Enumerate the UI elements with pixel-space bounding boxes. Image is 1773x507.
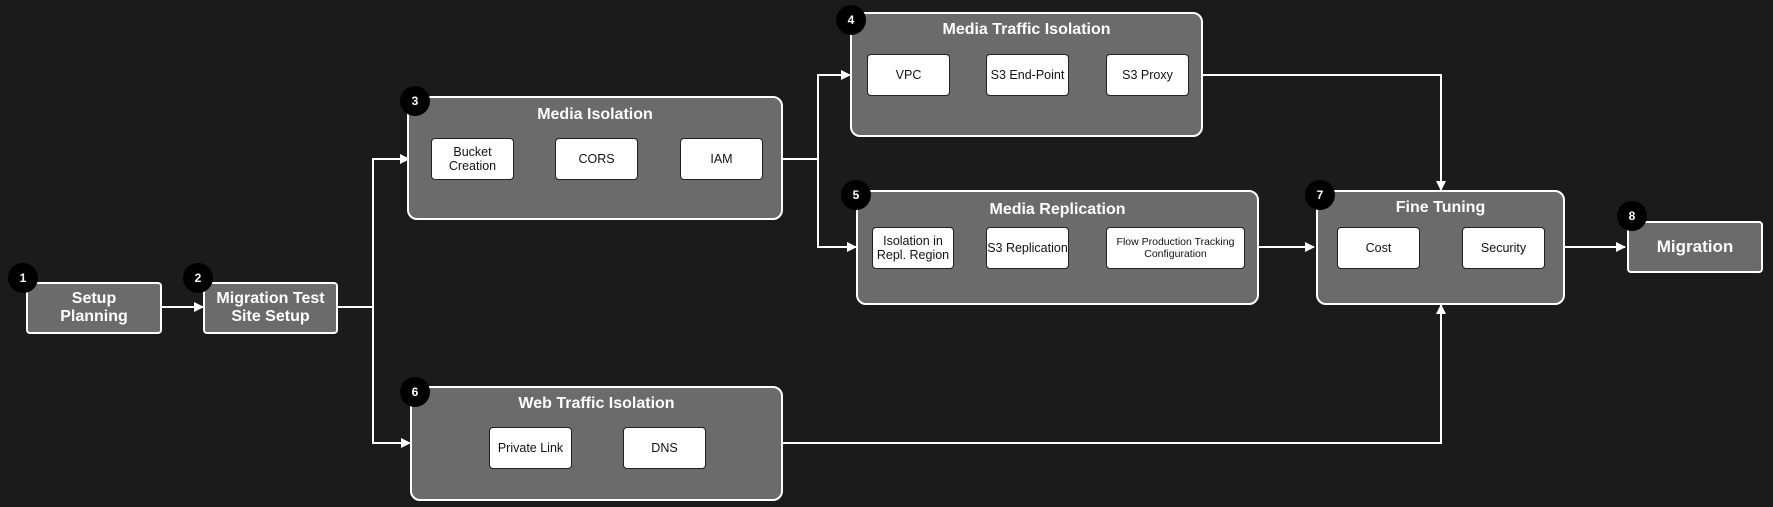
step-badge-7: 7 bbox=[1305, 180, 1335, 210]
step-badge-6: 6 bbox=[400, 377, 430, 407]
iam-node: IAM bbox=[680, 138, 763, 180]
s3-replication-node: S3 Replication bbox=[986, 227, 1069, 269]
step-badge-1: 1 bbox=[8, 263, 38, 293]
web-traffic-isolation-title: Web Traffic Isolation bbox=[518, 395, 675, 412]
s3-proxy-node: S3 Proxy bbox=[1106, 54, 1189, 96]
migration-box: Migration bbox=[1627, 221, 1763, 273]
cors-node: CORS bbox=[555, 138, 638, 180]
connector-test-site-to-web-traffic bbox=[372, 307, 411, 448]
cost-node: Cost bbox=[1337, 227, 1420, 269]
flow-production-tracking-node: Flow Production Tracking Configuration bbox=[1106, 227, 1245, 269]
step-badge-5: 5 bbox=[841, 180, 871, 210]
connector-traffic-to-fine-tuning bbox=[1203, 74, 1446, 191]
bucket-creation-node: Bucket Creation bbox=[431, 138, 514, 180]
security-node: Security bbox=[1462, 227, 1545, 269]
fine-tuning-title: Fine Tuning bbox=[1395, 199, 1486, 216]
s3-endpoint-node: S3 End-Point bbox=[986, 54, 1069, 96]
migration-label: Migration bbox=[1656, 237, 1734, 256]
media-replication-title: Media Replication bbox=[989, 201, 1126, 218]
setup-planning-label: Setup Planning bbox=[60, 290, 128, 325]
connector-media-isolation-to-traffic bbox=[783, 70, 851, 160]
migration-test-site-label: Migration Test Site Setup bbox=[216, 290, 325, 325]
isolation-repl-region-node: Isolation in Repl. Region bbox=[872, 227, 954, 269]
dns-node: DNS bbox=[623, 427, 706, 469]
setup-planning-box: Setup Planning bbox=[26, 282, 162, 334]
step-badge-4: 4 bbox=[836, 5, 866, 35]
media-traffic-isolation-title: Media Traffic Isolation bbox=[942, 21, 1111, 38]
migration-test-site-box: Migration Test Site Setup bbox=[203, 282, 338, 334]
step-badge-2: 2 bbox=[183, 263, 213, 293]
connector-web-traffic-to-fine-tuning bbox=[783, 304, 1446, 444]
connector-test-site-to-media-isolation bbox=[338, 154, 410, 308]
step-badge-3: 3 bbox=[400, 86, 430, 116]
web-traffic-isolation-stage: Web Traffic Isolation bbox=[410, 386, 783, 501]
connector-media-isolation-to-replication bbox=[817, 159, 857, 252]
private-link-node: Private Link bbox=[489, 427, 572, 469]
vpc-node: VPC bbox=[867, 54, 950, 96]
media-isolation-title: Media Isolation bbox=[537, 106, 653, 123]
step-badge-8: 8 bbox=[1617, 201, 1647, 231]
